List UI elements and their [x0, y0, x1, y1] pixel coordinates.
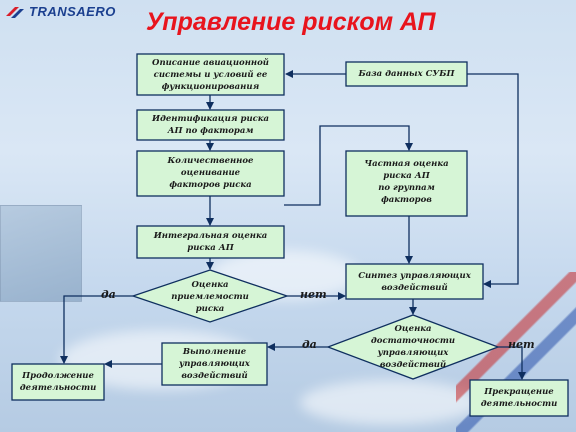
node-system-description: [136, 53, 285, 96]
cloud-decoration: [300, 380, 480, 425]
brand-logo: TRANSAERO: [6, 4, 116, 19]
node-acceptability-check-label: Оценка приемлемости риска: [171, 280, 249, 314]
node-quantitative-assessment-label: Количественное оценивание факторов риска: [167, 156, 254, 190]
node-stop-activity-label: Прекращение деятельности: [480, 387, 558, 409]
edge-sufficiency-no: [498, 346, 526, 380]
edge-label-no-right: нет: [300, 288, 327, 301]
node-sufficiency-check: [326, 314, 500, 380]
node-integral-assessment: [136, 225, 285, 259]
node-database-label: База данных СУБП: [358, 69, 455, 79]
node-control-synthesis-label: Синтез управляющих воздействий: [358, 271, 471, 293]
edge-to-partial-assessment: [284, 125, 413, 206]
node-quantitative-assessment: [136, 150, 285, 197]
edge-label-no-bottom: нет: [508, 338, 535, 351]
edge-label-yes-left: да: [101, 288, 116, 301]
node-integral-assessment-label: Интегральная оценка риска АП: [153, 231, 268, 253]
node-continue-activity-label: Продолжение деятельности: [19, 371, 97, 393]
monitor-decoration: [0, 205, 82, 302]
edge-label-yes-bottom: да: [302, 338, 317, 351]
node-partial-assessment: [345, 150, 468, 217]
brand-name: TRANSAERO: [29, 4, 116, 19]
node-sufficiency-check-label: Оценка достаточности управляющих воздейс…: [370, 324, 456, 370]
node-risk-identification: [136, 109, 285, 141]
edge-acceptability-yes: [60, 295, 133, 364]
page-title: Управление риском АП: [146, 8, 436, 36]
node-system-description-label: Описание авиационной системы и условий е…: [152, 58, 269, 92]
node-acceptability-check: [130, 269, 290, 323]
edge-database-to-synthesis: [467, 73, 519, 288]
node-control-synthesis: [345, 263, 484, 300]
node-risk-identification-label: Идентификация риска АП по факторам: [151, 114, 270, 136]
transaero-mark-icon: [6, 6, 24, 18]
node-partial-assessment-label: Частная оценка риска АП по группам факто…: [364, 159, 449, 205]
node-stop-activity: [469, 379, 569, 417]
node-control-execution-label: Выполнение управляющих воздействий: [179, 347, 250, 381]
node-control-execution: [161, 342, 268, 386]
node-continue-activity: [11, 363, 105, 401]
